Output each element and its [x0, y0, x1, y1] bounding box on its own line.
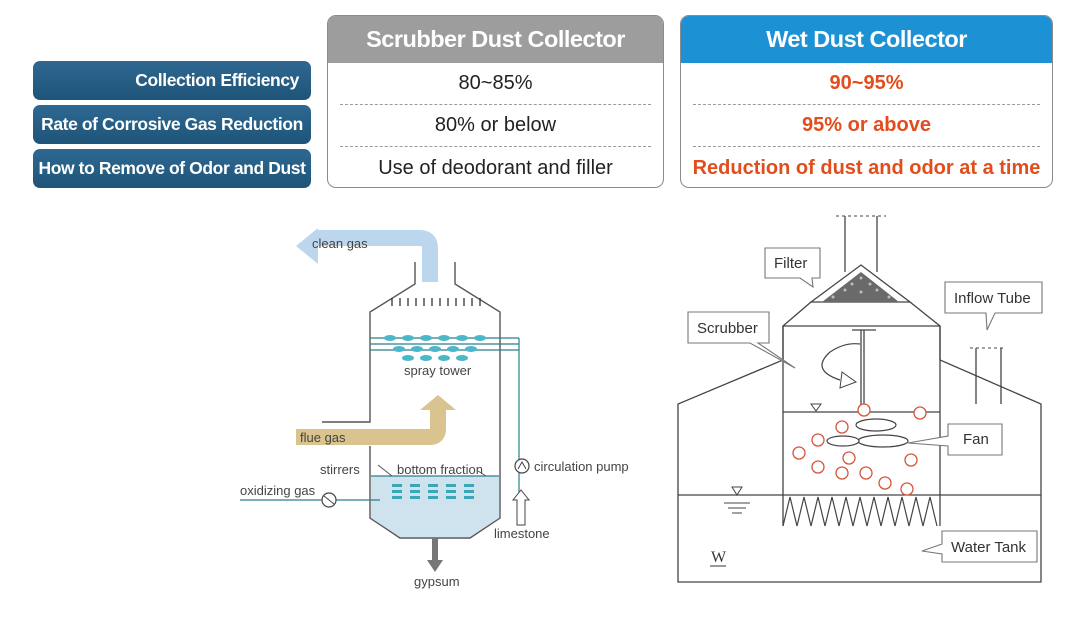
- bottom-fraction-label: bottom fraction: [397, 462, 483, 477]
- wet-collector-diagram: W Filter Inflow Tube Scrubber Fan Water …: [677, 215, 1043, 583]
- oxidizing-gas-label: oxidizing gas: [240, 483, 316, 498]
- water-spray-zigzag: [782, 496, 938, 527]
- stirrer-blades: [392, 484, 474, 499]
- callout-fan: Fan: [907, 423, 1003, 456]
- clean-gas-label: clean gas: [312, 236, 368, 251]
- callout-inflow-tube: Inflow Tube: [944, 281, 1043, 331]
- scrubber-efficiency-cell: 80~85%: [340, 63, 651, 105]
- filter-mesh: [822, 272, 899, 302]
- water-tank-label: Water Tank: [951, 539, 1027, 556]
- clean-gas-arrow: [318, 230, 438, 282]
- rotation-arrow: [821, 343, 861, 381]
- row-label-collection-efficiency: Collection Efficiency: [33, 61, 311, 100]
- limestone-label: limestone: [494, 526, 550, 541]
- wet-removal-cell: Reduction of dust and odor at a time: [692, 156, 1041, 179]
- limestone-arrow: [511, 489, 531, 526]
- clean-gas-arrowhead: [296, 228, 318, 264]
- wet-gas-reduction-cell: 95% or above: [693, 105, 1040, 147]
- flue-gas-label: flue gas: [300, 430, 346, 445]
- row-label-corrosive-gas-reduction: Rate of Corrosive Gas Reduction: [33, 105, 311, 144]
- circulation-pump-icon: [514, 458, 530, 474]
- wet-header: Wet Dust Collector: [681, 16, 1052, 63]
- callout-water-tank: Water Tank: [921, 530, 1038, 563]
- callout-scrubber: Scrubber: [687, 311, 796, 369]
- filter-label: Filter: [774, 255, 807, 272]
- gypsum-arrow: [427, 560, 443, 572]
- row-label-odor-dust-removal: How to Remove of Odor and Dust: [33, 149, 311, 188]
- fan-blade: [855, 418, 897, 432]
- flue-gas-arrow: [296, 408, 446, 445]
- inflow-tube-label: Inflow Tube: [954, 290, 1031, 307]
- tower-vents: [391, 298, 481, 306]
- gypsum-label: gypsum: [414, 574, 460, 589]
- scrubber-removal-cell: Use of deodorant and filler: [378, 156, 613, 179]
- wet-table: Wet Dust Collector 90~95% 95% or above R…: [680, 15, 1053, 188]
- flue-gas-arrowhead: [420, 395, 456, 410]
- spray-tower-diagram: clean gas spray tower flue gas gypsum: [240, 228, 629, 589]
- scrubber-gas-reduction-cell: 80% or below: [340, 105, 651, 147]
- water-symbol: W: [711, 549, 727, 566]
- fan-label: Fan: [963, 431, 989, 448]
- callout-filter: Filter: [764, 247, 821, 289]
- spray-tower-label: spray tower: [404, 363, 472, 378]
- scrubber-label: Scrubber: [697, 320, 758, 337]
- spray-nozzles: [384, 335, 486, 361]
- scrubber-table: Scrubber Dust Collector 80~85% 80% or be…: [327, 15, 664, 188]
- dust-particles: [792, 403, 927, 496]
- circulation-pump-label: circulation pump: [534, 459, 629, 474]
- scrubber-header: Scrubber Dust Collector: [328, 16, 663, 63]
- wet-efficiency-cell: 90~95%: [693, 63, 1040, 105]
- stirrers-label: stirrers: [320, 462, 360, 477]
